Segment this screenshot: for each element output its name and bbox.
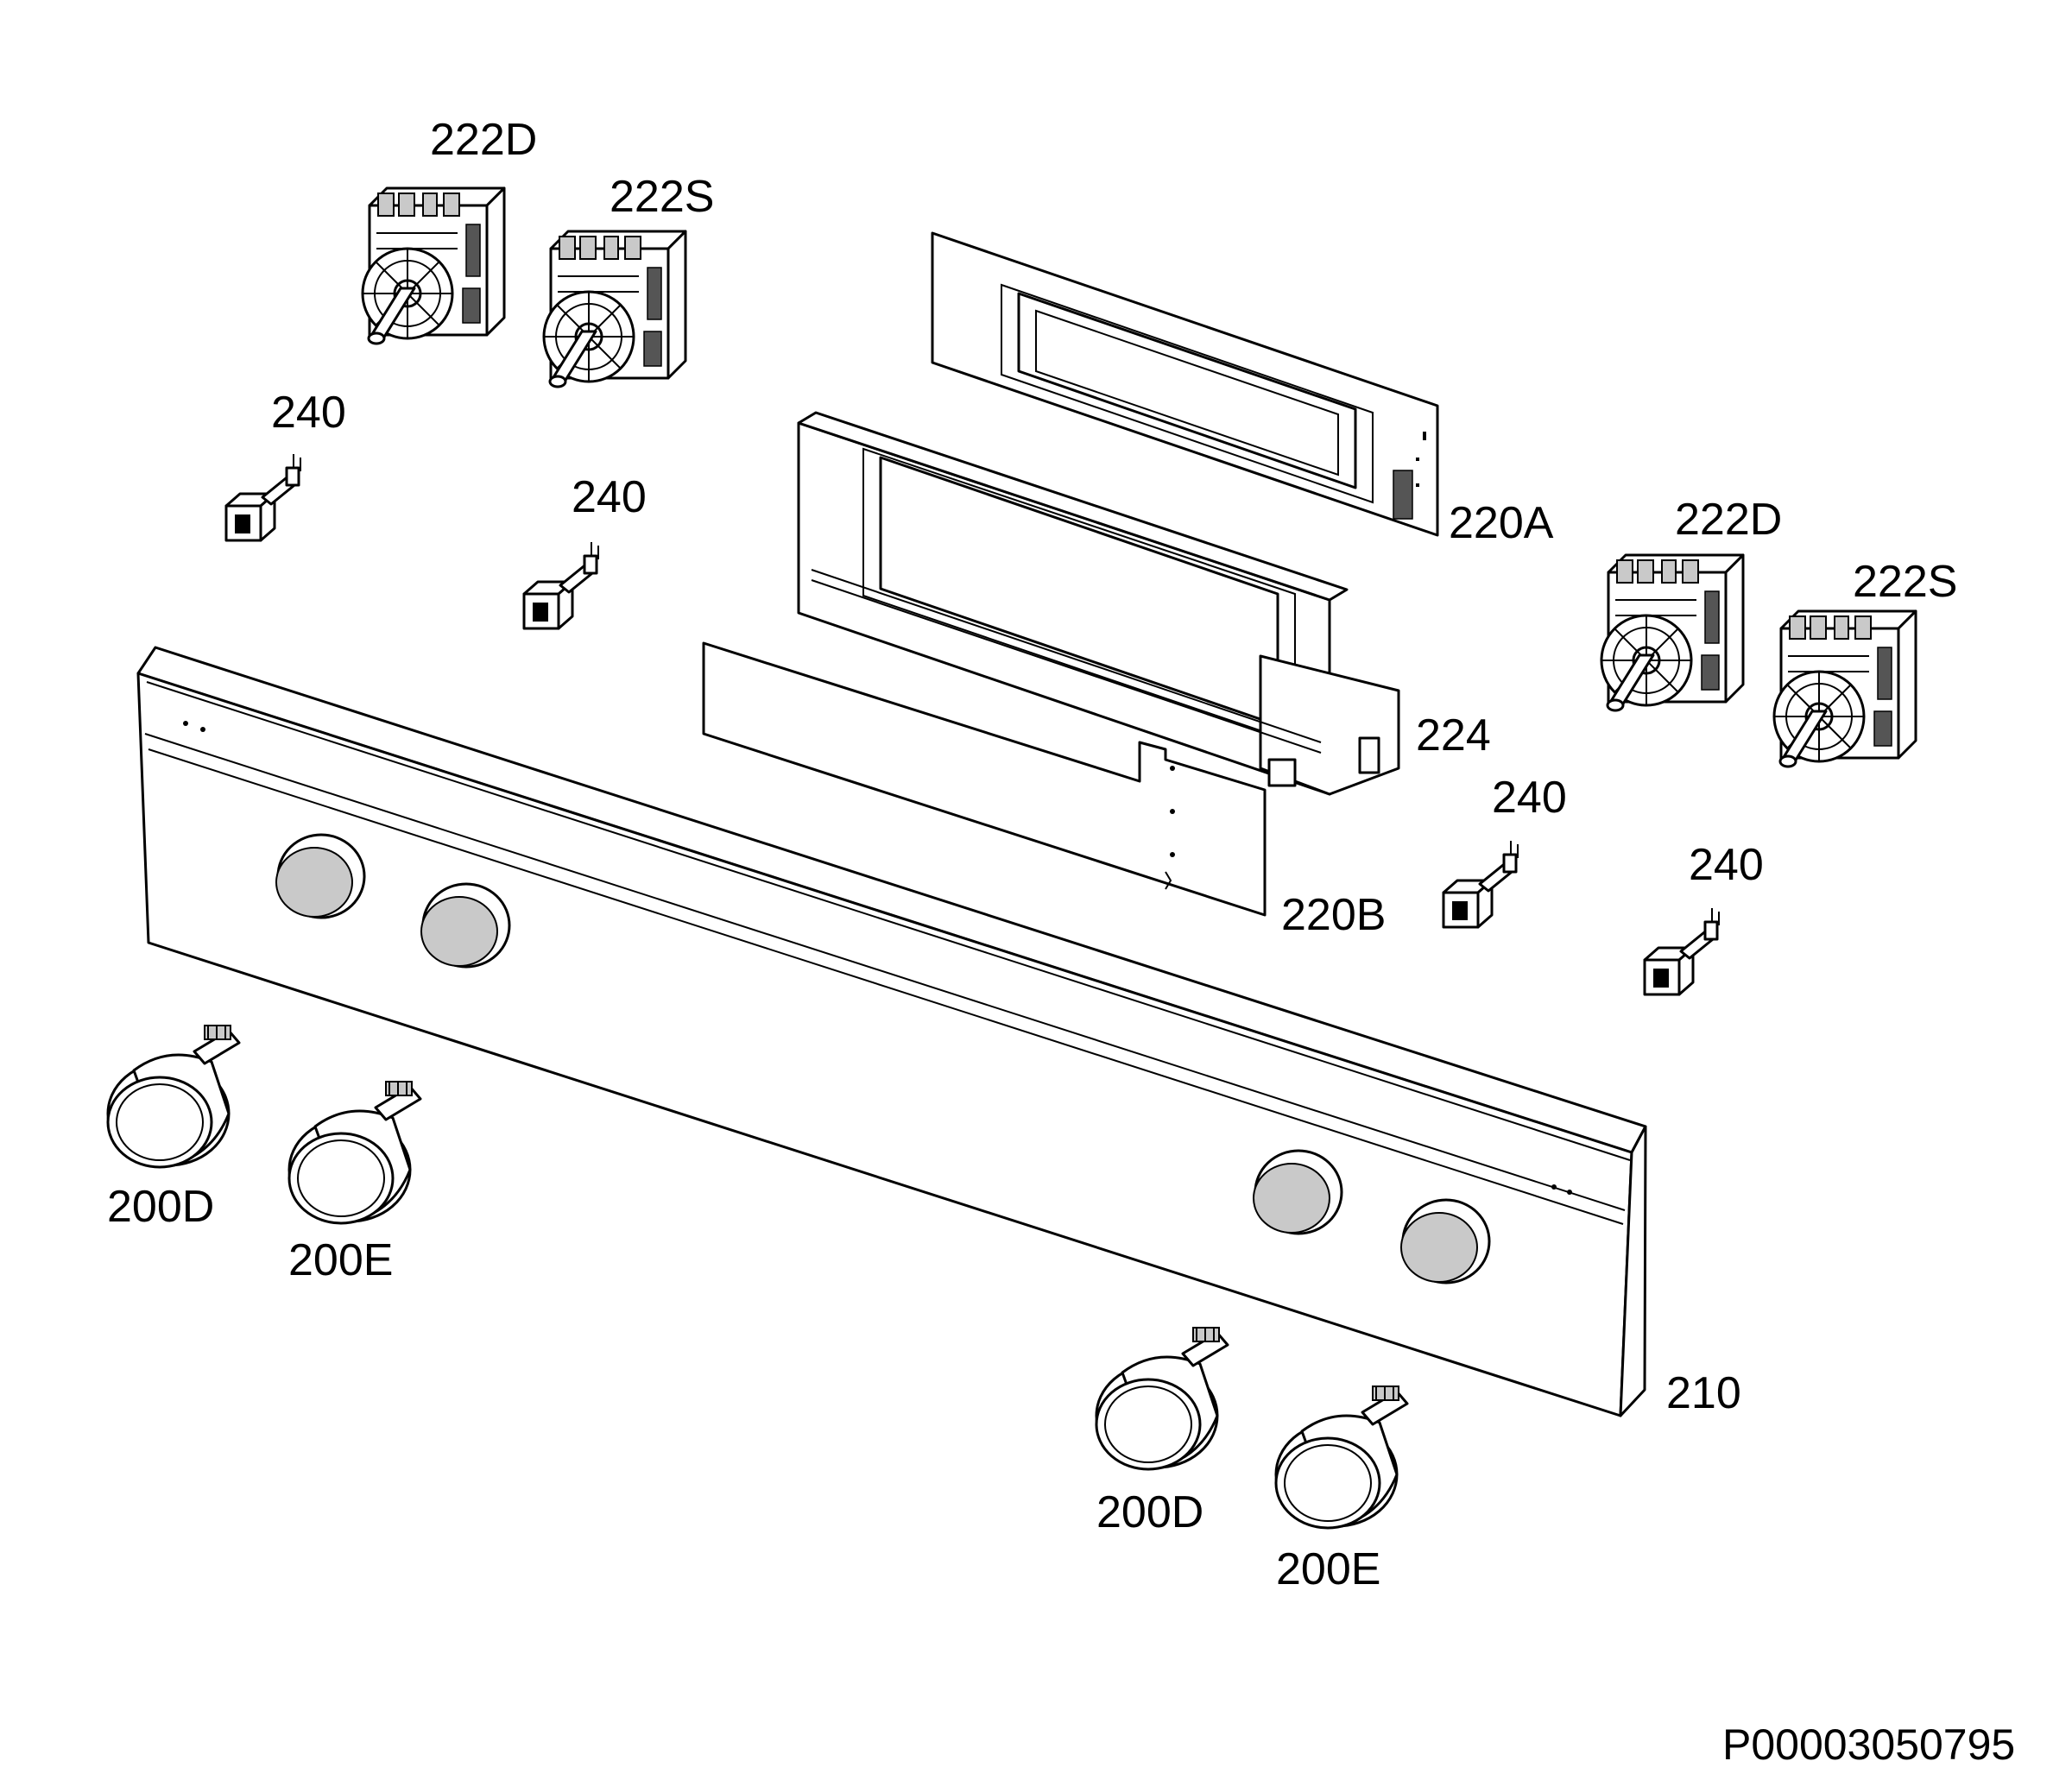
label-240-a: 240	[271, 388, 346, 438]
indicator-lamp-240-c	[1442, 839, 1519, 929]
knob-200e-left	[287, 1080, 422, 1225]
indicator-lamp-240-a	[224, 452, 302, 542]
label-220b: 220B	[1281, 890, 1387, 940]
label-220a: 220A	[1449, 498, 1554, 548]
label-200e-right: 200E	[1276, 1544, 1381, 1594]
label-210: 210	[1666, 1368, 1741, 1418]
label-240-b: 240	[572, 472, 647, 522]
label-222s-left: 222S	[610, 172, 715, 222]
display-frame	[797, 411, 1400, 796]
control-panel-fascia	[136, 646, 1647, 1417]
indicator-lamp-240-d	[1643, 906, 1721, 996]
display-overlay	[702, 641, 1267, 917]
regulator-222d-right	[1600, 553, 1745, 712]
label-200e-left: 200E	[288, 1235, 394, 1285]
regulator-222d-left	[361, 186, 506, 345]
regulator-222s-right	[1772, 609, 1917, 768]
label-224: 224	[1416, 710, 1491, 761]
knob-200d-left	[106, 1024, 241, 1169]
label-222s-right: 222S	[1853, 557, 1958, 607]
label-240-d: 240	[1689, 840, 1764, 890]
display-board	[931, 231, 1439, 537]
drawing-reference-number: P00003050795	[1722, 1720, 2016, 1769]
label-200d-right: 200D	[1096, 1487, 1204, 1537]
regulator-222s-left	[542, 230, 687, 388]
knob-200e-right	[1274, 1385, 1409, 1530]
knob-200d-right	[1095, 1326, 1229, 1471]
label-222d-right: 222D	[1675, 495, 1783, 545]
label-240-c: 240	[1492, 773, 1567, 823]
label-200d-left: 200D	[107, 1182, 215, 1232]
indicator-lamp-240-b	[522, 540, 600, 630]
label-222d-left: 222D	[430, 115, 538, 165]
